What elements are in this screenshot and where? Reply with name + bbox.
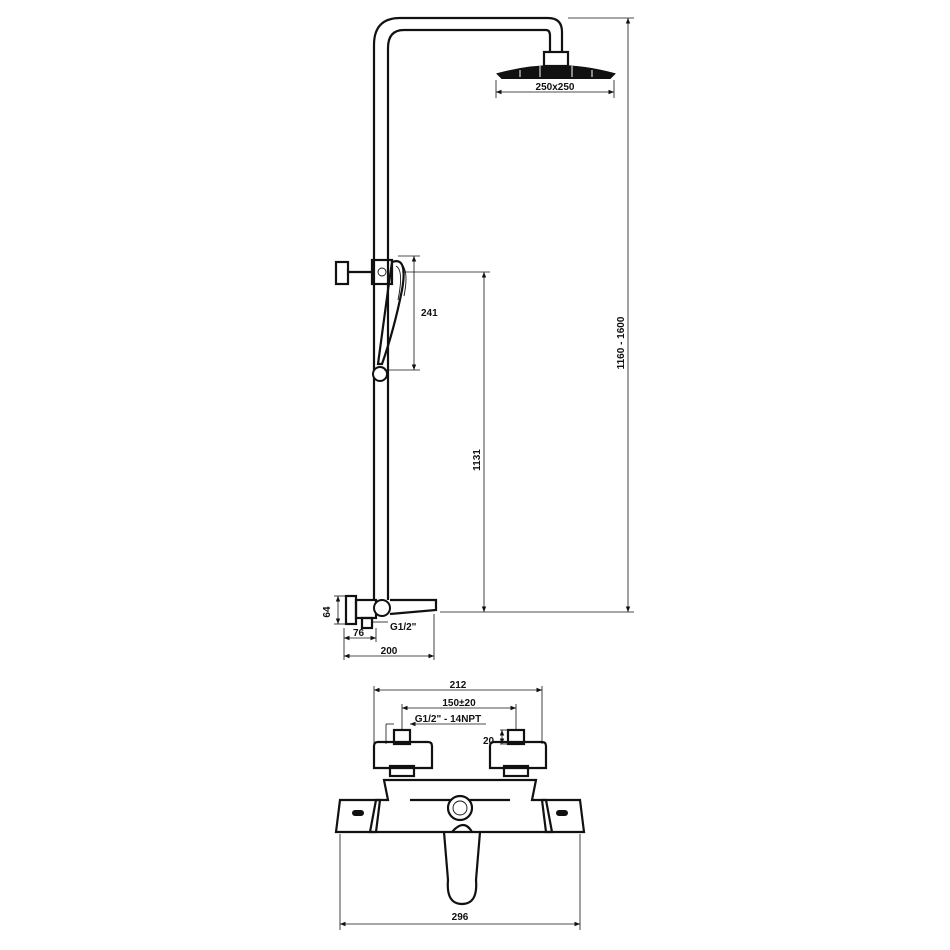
left-mount-slot	[352, 810, 364, 816]
dim-inlet-spacing: 150±20	[442, 698, 476, 709]
hand-shower	[376, 260, 405, 366]
dim-inlet-depth: 20	[483, 736, 495, 747]
riser-pipe-outer	[372, 16, 564, 600]
side-view-dimensions: 250x250 1160 - 1600 241 1131 64 G1/2" 76…	[322, 17, 634, 660]
dim-mixer-height: 64	[322, 606, 333, 618]
left-nut	[388, 764, 416, 778]
mixer-body	[354, 598, 378, 620]
inlet-connector	[360, 616, 374, 630]
right-mount-slot	[556, 810, 568, 816]
dim-spout-reach: 200	[381, 646, 398, 657]
dim-mixer-top-width: 212	[450, 680, 467, 691]
overhead-shower-head	[496, 65, 616, 79]
pipe-joint	[372, 366, 388, 382]
dim-inlet-thread-npt: G1/2" - 14NPT	[415, 714, 481, 725]
right-wall-plate	[540, 798, 586, 834]
holder-knob	[334, 260, 350, 286]
thermostat-knob	[446, 794, 474, 822]
dim-wall-offset: 76	[353, 628, 365, 639]
dim-mixer-total-width: 296	[452, 912, 469, 923]
mixer-handle	[373, 599, 391, 617]
slider-block	[370, 258, 394, 286]
front-view-dimensions: 212 150±20 G1/2" - 14NPT 20 296	[339, 680, 581, 930]
riser-pipe-inner	[386, 28, 552, 600]
shower-column-side-view	[334, 16, 616, 630]
dim-head-size: 250x250	[536, 82, 575, 93]
bath-spout-front	[442, 831, 482, 906]
mixer-wall-plate	[344, 594, 358, 626]
head-connector	[542, 50, 570, 68]
dim-inlet-thread: G1/2"	[390, 622, 417, 633]
dim-hand-shower-length: 241	[421, 308, 438, 319]
bath-mixer-front-view	[334, 728, 586, 906]
dim-holder-height: 1131	[472, 449, 483, 471]
right-nut	[502, 764, 530, 778]
left-wall-plate	[334, 798, 382, 834]
right-eccentric-cover	[488, 740, 548, 770]
bath-spout	[389, 598, 438, 616]
dim-total-height: 1160 - 1600	[616, 316, 627, 369]
left-eccentric-cover	[372, 740, 434, 770]
